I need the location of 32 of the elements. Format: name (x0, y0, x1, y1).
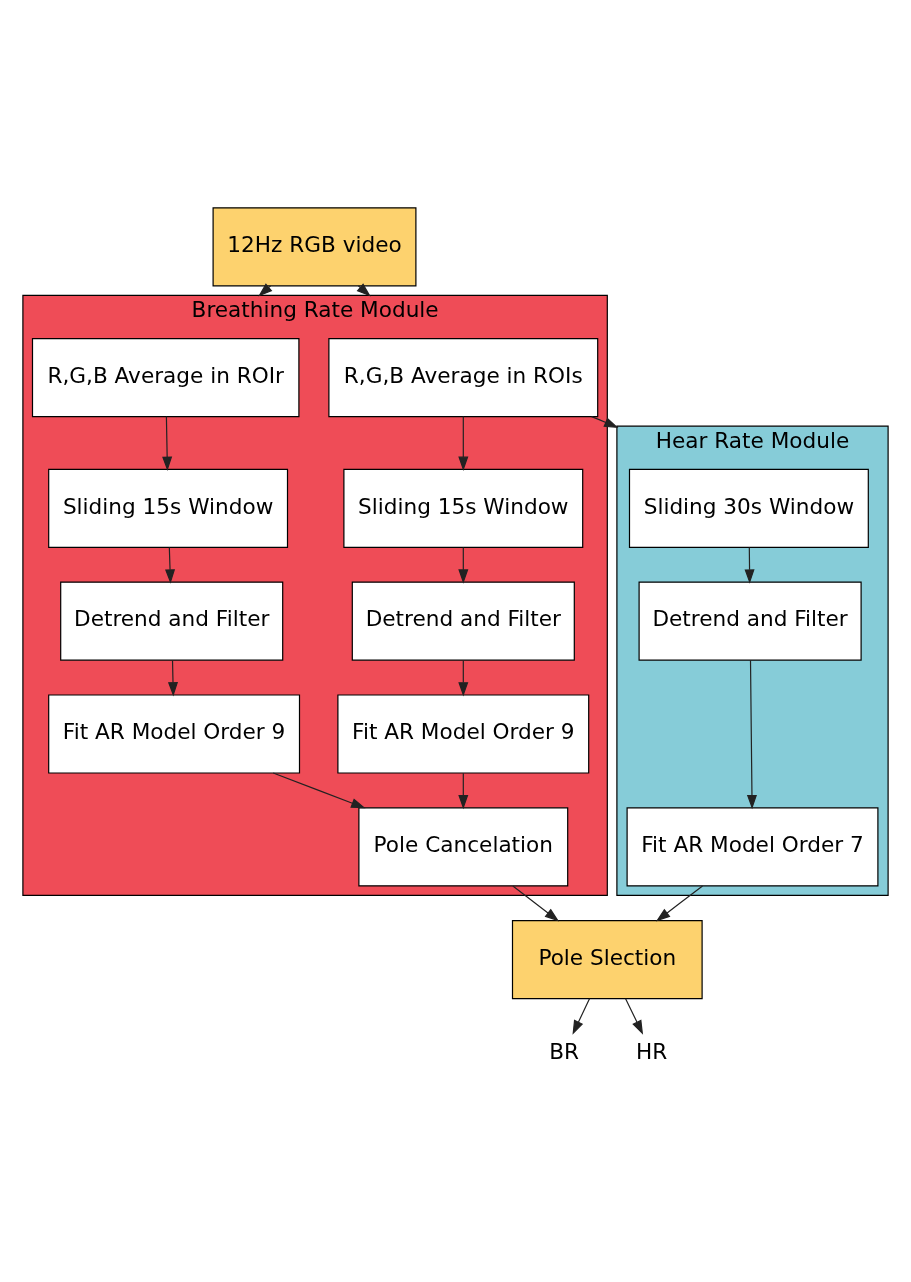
arrow (625, 998, 644, 1035)
node-text: HR (636, 1039, 668, 1065)
node-box: Sliding 15s Window (48, 468, 289, 548)
arrow (655, 885, 704, 922)
arrow (258, 283, 273, 297)
node-box: Sliding 15s Window (343, 468, 584, 548)
node-box: Detrend and Filter (60, 581, 284, 661)
arrow (458, 772, 469, 810)
arrow (744, 547, 755, 584)
node-box: Pole Cancelation (358, 807, 569, 887)
arrow (512, 885, 560, 922)
arrow (590, 416, 619, 429)
arrow (746, 659, 757, 810)
arrow (167, 659, 179, 697)
node-box: Sliding 30s Window (628, 468, 869, 548)
arrow (162, 416, 173, 471)
node-box: R,G,B Average in ROIr (31, 338, 300, 418)
node-box: Fit AR Model Order 9 (337, 694, 590, 774)
node-box: Fit AR Model Order 9 (48, 694, 301, 774)
arrow (572, 998, 591, 1035)
node-box: Detrend and Filter (351, 581, 575, 661)
arrow (165, 547, 176, 584)
arrow (356, 283, 371, 297)
node-box: Detrend and Filter (638, 581, 862, 661)
node-text: BR (549, 1039, 580, 1065)
arrow (272, 772, 366, 809)
node-box: Fit AR Model Order 7 (626, 807, 879, 887)
node-box: Pole Slection (511, 920, 703, 1000)
arrow (458, 547, 469, 584)
arrow (458, 659, 469, 697)
node-box: R,G,B Average in ROIs (328, 338, 599, 418)
arrow (458, 416, 469, 471)
